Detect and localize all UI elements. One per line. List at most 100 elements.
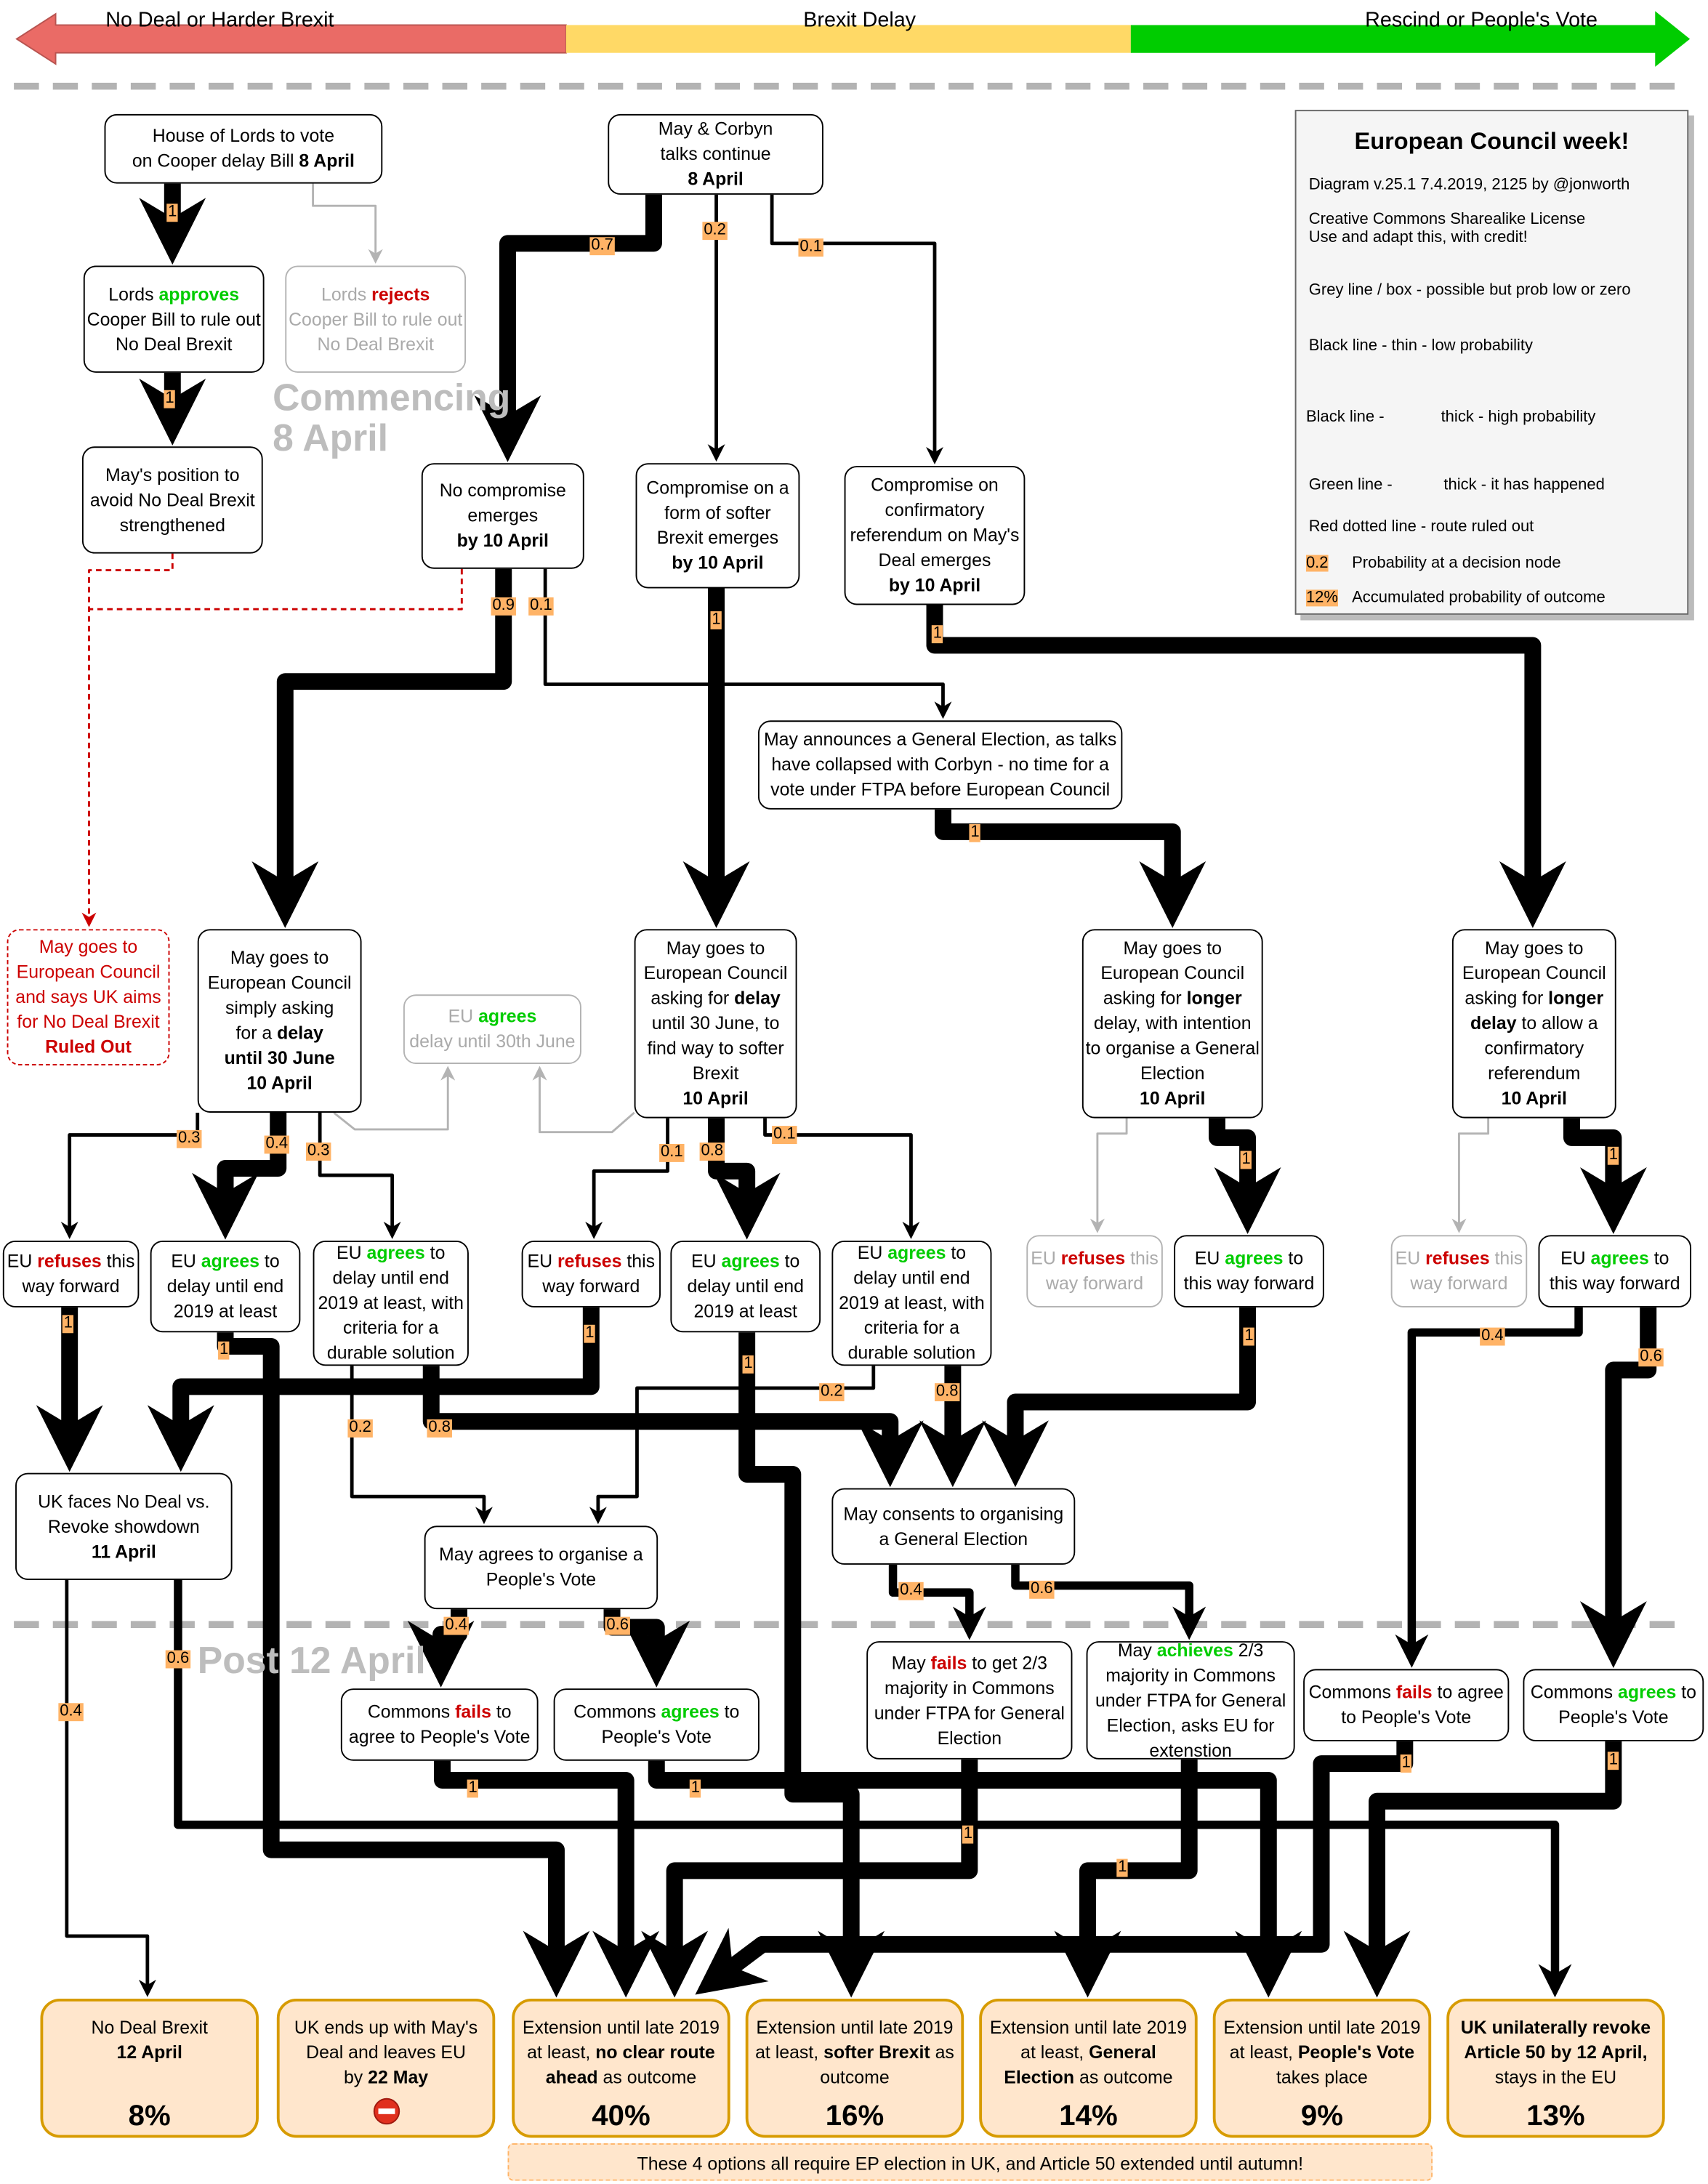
probability-label: 0.9 [491, 597, 516, 616]
box-text-line: confirmatory [885, 498, 985, 523]
edge-arrow [585, 1118, 669, 1239]
box-text-line: at least, no clear route [527, 2040, 715, 2065]
text-segment: People's Vote [1558, 1706, 1669, 1728]
probability-label: 0.1 [528, 597, 554, 616]
text-segment: May consents to organising [843, 1502, 1064, 1524]
text-segment: Commons [573, 1701, 661, 1722]
text-segment: General [1089, 2042, 1156, 2063]
top-label-no-deal: No Deal or Harder Brexit [105, 8, 334, 33]
text-segment: delay [734, 987, 781, 1009]
box-text-line: delay, with intention [1094, 1011, 1252, 1036]
box-text-line: 11 April [92, 1539, 156, 1563]
box-text-line: EU agrees to [1195, 1246, 1303, 1271]
text-segment: as [930, 2042, 954, 2063]
text-segment: 2019 at least, with [839, 1292, 985, 1313]
box-text-line: May agrees to organise a [439, 1542, 643, 1567]
text-segment: May goes to [1485, 937, 1584, 959]
no-entry-icon [372, 2098, 400, 2125]
top-label-delay: Brexit Delay [803, 8, 917, 33]
text-segment: Cooper Bill to rule out [86, 307, 261, 329]
box-text-line: EU refuses this [7, 1249, 135, 1273]
text-segment: at least, [1020, 2042, 1089, 2063]
edge-arrow [147, 1307, 600, 1472]
highlight-negative: fails [1395, 1681, 1433, 1703]
box-text-line: until 30 June [225, 1046, 335, 1071]
text-segment: under FTPA for General [874, 1701, 1065, 1723]
box-text-line: delay to allow a [1470, 1011, 1598, 1036]
text-segment: 10 April [246, 1072, 313, 1094]
ruled-out-route-arrow [81, 553, 174, 927]
text-segment: 10 April [1140, 1087, 1206, 1109]
probability-label: 1 [931, 625, 943, 644]
probability-label: 0.3 [177, 1129, 202, 1148]
text-segment: UK faces No Deal vs. [38, 1490, 210, 1512]
text-segment: emerges [467, 504, 539, 526]
probability-label: 0.6 [165, 1650, 191, 1669]
text-segment: have collapsed with Corbyn - no time for… [771, 754, 1109, 775]
box-text-line: Revoke showdown [48, 1514, 200, 1539]
text-segment: Deal emerges [878, 549, 991, 571]
text-segment: asking for [650, 987, 735, 1009]
probability-label: 0.3 [306, 1143, 331, 1161]
box-text-line: Extension until late 2019 [1223, 2015, 1420, 2040]
text-segment: asking for [1103, 987, 1187, 1009]
text-segment: May & Corbyn [658, 118, 773, 140]
text-segment: delay until end [853, 1267, 970, 1289]
text-segment: by 10 April [456, 530, 549, 551]
edge-arrow [434, 1760, 660, 1998]
text-segment: to [719, 1701, 740, 1722]
text-segment: 8 April [688, 168, 744, 190]
text-segment: delay until 30th June [409, 1031, 576, 1052]
text-segment: No compromise [439, 480, 566, 501]
box-text-line: Cooper Bill to rule out [289, 307, 462, 331]
outcome-percent: 8% [128, 2100, 171, 2132]
box-text-line: May announces a General Election, as tal… [764, 728, 1116, 752]
probability-label: 1 [1607, 1752, 1619, 1770]
text-segment: , with intention [1135, 1012, 1252, 1033]
edge-arrow [641, 1759, 978, 1998]
box-text-line: European Council [17, 959, 161, 984]
legend-thin-desc: Black line - thin - low probability [1308, 338, 1534, 355]
highlight-negative: refuses [1425, 1247, 1490, 1269]
box-text-line: May goes to [1123, 936, 1222, 961]
highlight-negative: fails [930, 1651, 967, 1673]
box-text-line: find way to softer [648, 1036, 784, 1061]
text-segment: European Council [207, 972, 352, 994]
text-segment: to organise a General [1085, 1037, 1260, 1059]
probability-label: 1 [962, 1825, 974, 1844]
text-segment: European Council [643, 962, 788, 983]
text-segment: UK ends up with May's [294, 2016, 478, 2038]
text-segment: EU [171, 1250, 201, 1272]
box-text-line: strengthened [120, 512, 225, 537]
box-text-line: Deal and leaves EU [306, 2040, 466, 2065]
box-text-line: No Deal Brexit [116, 331, 232, 356]
box-text-line: by 10 April [672, 551, 763, 576]
text-segment: 22 May [368, 2066, 429, 2088]
text-segment: No Deal Brexit [116, 333, 233, 355]
ruled-out-route-arrow [89, 568, 463, 611]
box-text-line: asking for longer [1465, 986, 1603, 1011]
box-text-line: referendum on May's [850, 523, 1020, 548]
box-text-line: European Council [1100, 961, 1244, 986]
highlight-positive: approves [158, 283, 240, 305]
text-segment: EU [691, 1250, 722, 1272]
highlight-positive: achieves [1156, 1639, 1233, 1660]
text-segment: vote under FTPA before European Council [770, 778, 1111, 800]
box-text-line: delay until 30th June [409, 1029, 575, 1054]
outcome-percent [280, 2098, 493, 2129]
probability-label: 1 [710, 611, 722, 629]
highlight-positive: agrees [721, 1250, 780, 1272]
text-segment: Election [1004, 2066, 1075, 2088]
box-text-line: to People's Vote [1341, 1705, 1471, 1730]
legend-license-2: Use and adapt this, with credit! [1308, 229, 1528, 246]
edge-arrow [1054, 1759, 1198, 1998]
box-text-line: emerges [467, 504, 538, 528]
text-segment: for a [235, 1022, 278, 1044]
box-text-line: way forward [1046, 1271, 1143, 1296]
